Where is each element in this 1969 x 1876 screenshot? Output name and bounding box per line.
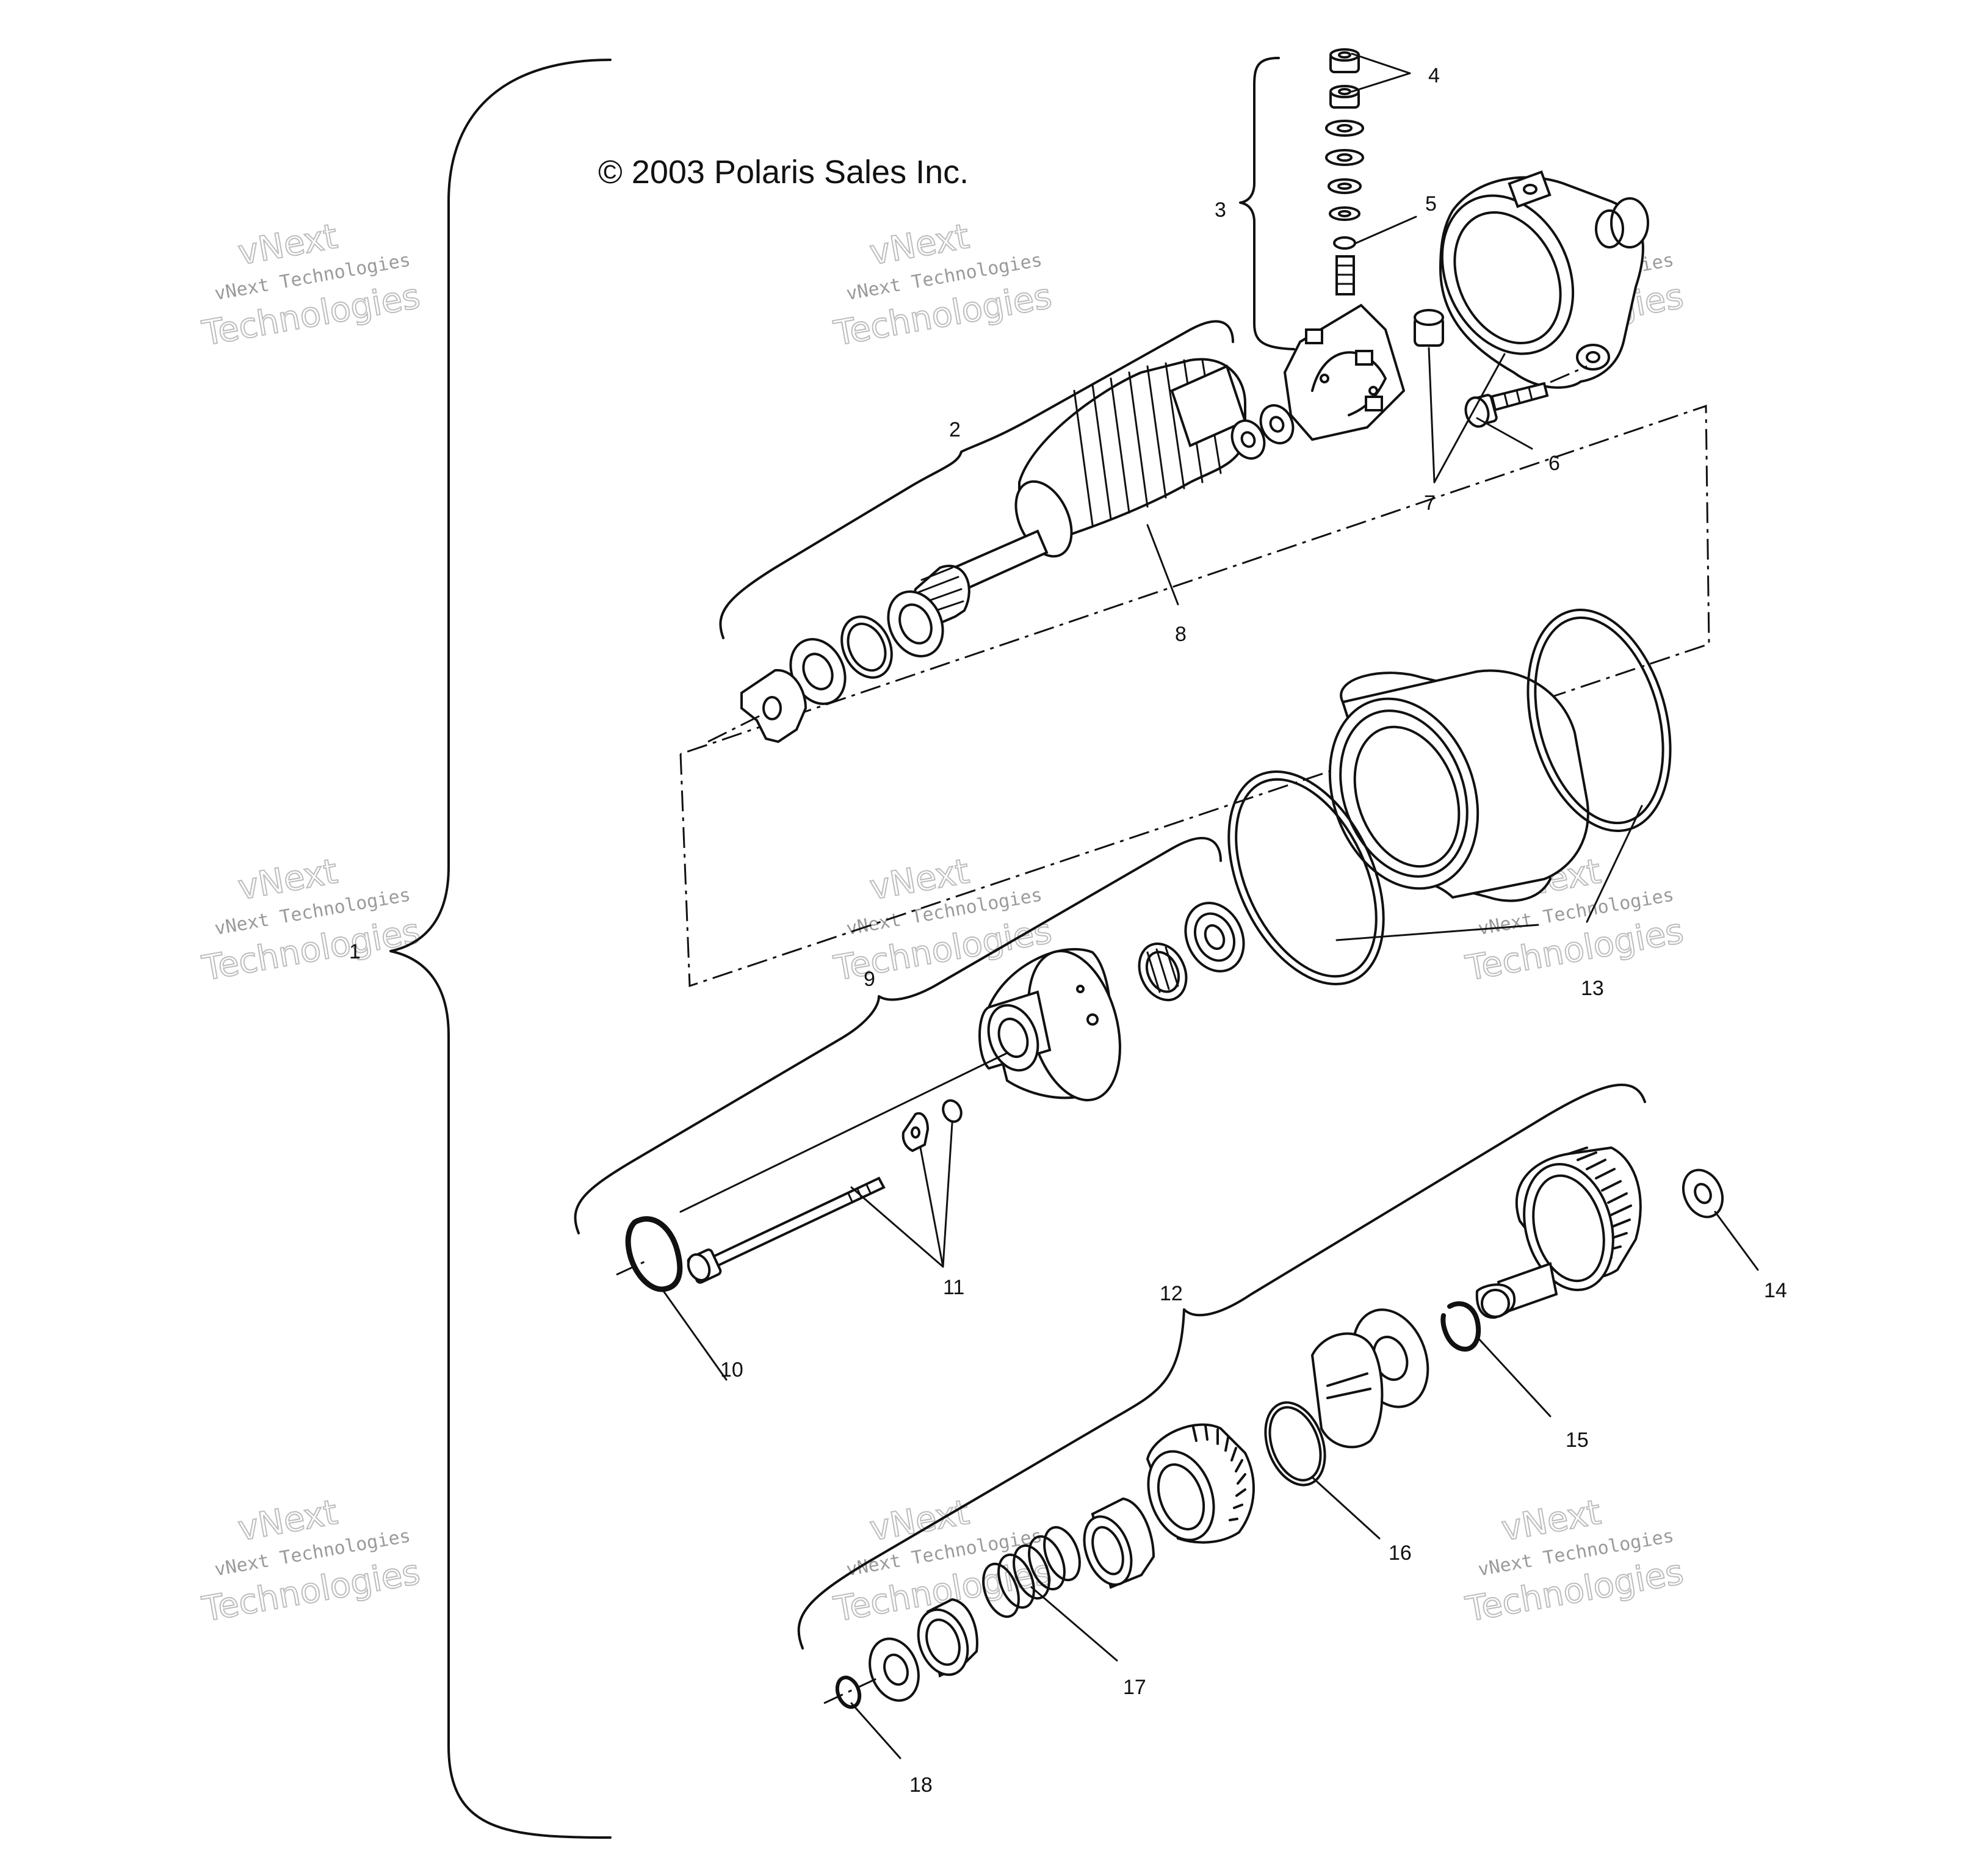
alignment-box xyxy=(679,404,1710,988)
o-ring-13-front xyxy=(1227,770,1385,985)
brush-plate xyxy=(1283,303,1406,441)
callout-17: 17 xyxy=(1123,1676,1146,1699)
clip-18 xyxy=(835,1675,862,1709)
callout-2: 2 xyxy=(949,418,961,441)
through-bolt xyxy=(687,1176,886,1284)
brace-9 xyxy=(574,836,1222,1234)
callout-4: 4 xyxy=(1428,64,1440,87)
callout-11: 11 xyxy=(943,1276,964,1299)
leader-lines xyxy=(661,53,1759,1759)
drive-axis-line xyxy=(679,1052,1008,1213)
armature xyxy=(912,358,1247,628)
brace-12 xyxy=(797,1084,1646,1650)
spring-17 xyxy=(982,1526,1081,1618)
callout-12: 12 xyxy=(1160,1282,1183,1305)
pinion-stop-collar xyxy=(917,1598,978,1678)
drive-end-cap xyxy=(978,947,1121,1102)
snap-ring-10 xyxy=(625,1216,683,1292)
end-cover-rim xyxy=(1440,194,1575,355)
washer-2-hole xyxy=(1337,153,1353,162)
end-cover-bolt xyxy=(1464,382,1549,428)
callout-5: 5 xyxy=(1425,192,1437,215)
brace-2 xyxy=(719,320,1234,639)
callout-8: 8 xyxy=(1175,623,1187,646)
assembly-brace-1 xyxy=(389,59,612,1839)
washer-1-hole xyxy=(1337,124,1353,132)
washer-3-hole xyxy=(1337,183,1352,190)
nut-washer-stack xyxy=(1325,48,1364,295)
watermark-group: vNext vNext Technologies Technologies vN… xyxy=(198,216,1687,1631)
brace-3 xyxy=(1239,57,1295,350)
brush-holder-1 xyxy=(1305,328,1323,344)
watermark-bottom-left: vNext vNext Technologies Technologies xyxy=(198,1492,424,1631)
o-ring-11 xyxy=(942,1099,963,1123)
callout-14: 14 xyxy=(1764,1279,1787,1302)
needle-bearing xyxy=(1138,942,1188,1002)
end-cover-bolt-hole xyxy=(1576,344,1610,371)
armature-washer-a xyxy=(1230,419,1266,460)
pinion-axis-line xyxy=(823,1676,880,1704)
watermark-top-center: vNext vNext Technologies Technologies xyxy=(830,216,1055,355)
callout-3: 3 xyxy=(1215,198,1226,222)
callout-13: 13 xyxy=(1581,977,1604,1000)
bolt-washer-11 xyxy=(901,1112,930,1153)
insulator-bushing xyxy=(1414,309,1444,347)
armature-washer-c xyxy=(887,590,944,657)
clutch-pinion xyxy=(1146,1423,1255,1544)
callout-10: 10 xyxy=(720,1358,743,1382)
stop-ring xyxy=(869,1637,920,1702)
armature-axis-line xyxy=(707,713,764,743)
end-cover-boss xyxy=(1610,197,1649,248)
motor-housing xyxy=(1328,669,1589,902)
callout-9: 9 xyxy=(864,968,875,991)
callout-labels: 1 2 3 4 5 6 7 8 9 10 11 12 13 14 15 16 1… xyxy=(349,64,1787,1797)
copyright-text: © 2003 Polaris Sales Inc. xyxy=(598,154,969,190)
watermark-mid-center: vNext vNext Technologies Technologies xyxy=(830,851,1055,990)
callout-1: 1 xyxy=(349,940,361,963)
end-cover-tab xyxy=(1508,170,1552,208)
callout-7: 7 xyxy=(1424,491,1436,515)
callout-16: 16 xyxy=(1389,1541,1412,1565)
end-cover xyxy=(1439,170,1649,389)
armature-washer-d xyxy=(840,615,893,679)
thrust-washer-14 xyxy=(1682,1168,1724,1219)
o-ring-5 xyxy=(1333,236,1356,250)
brush-holder-3 xyxy=(1365,396,1383,411)
drive-shaft-assembly xyxy=(1475,1146,1642,1319)
o-ring-13-rear xyxy=(1526,609,1672,832)
callout-6: 6 xyxy=(1548,452,1560,475)
callout-15: 15 xyxy=(1566,1429,1589,1452)
watermark-mid-left: vNext vNext Technologies Technologies xyxy=(198,851,424,990)
circlip-15 xyxy=(1440,1301,1481,1352)
ring-16 xyxy=(1264,1401,1326,1487)
clutch-sleeve xyxy=(1083,1497,1155,1589)
split-collar xyxy=(1310,1332,1384,1449)
callout-18: 18 xyxy=(909,1773,933,1797)
armature-lock-plate xyxy=(740,668,807,744)
armature-washer-b xyxy=(1259,404,1295,444)
brush-holder-2 xyxy=(1355,350,1373,366)
ball-bearing xyxy=(1184,902,1245,972)
nut-top-hole xyxy=(1338,51,1351,59)
nut-second-hole xyxy=(1338,88,1351,95)
watermark-top-left: vNext vNext Technologies Technologies xyxy=(198,216,424,355)
washer-4-hole xyxy=(1338,210,1351,217)
watermark-bottom-right: vNext vNext Technologies Technologies xyxy=(1462,1492,1687,1631)
bolt-axis-line xyxy=(1550,365,1588,383)
